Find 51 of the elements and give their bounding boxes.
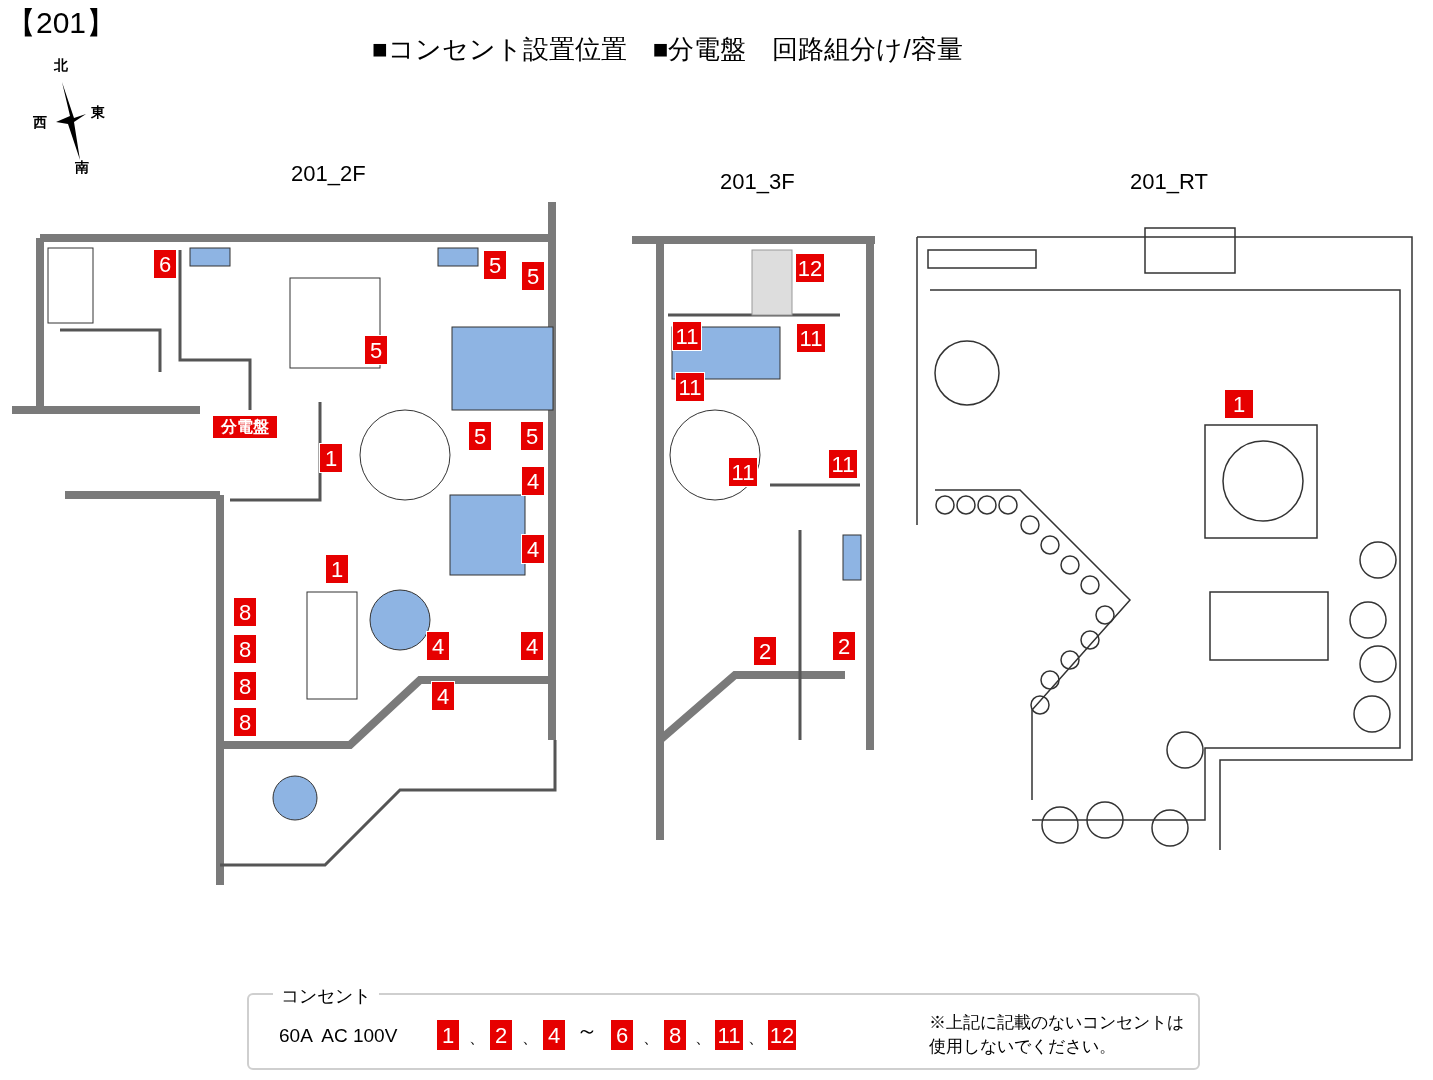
outlet-marker: 12 [795, 253, 825, 283]
outlet-marker: 4 [426, 631, 450, 661]
plan-label: 、 [695, 1030, 711, 1046]
outlet-marker: 5 [520, 421, 544, 451]
outlet-marker: 2 [832, 631, 856, 661]
plan-label: 、 [469, 1030, 485, 1046]
outlet-marker: 4 [521, 466, 545, 496]
outlet-marker: 8 [233, 671, 257, 701]
plan-label: 201_2F [291, 163, 366, 185]
outlet-marker: 11 [796, 323, 826, 353]
outlet-marker: 8 [233, 597, 257, 627]
plan-label: 201_3F [720, 171, 795, 193]
outlet-marker: 4 [520, 631, 544, 661]
outlet-marker: 11 [728, 457, 758, 487]
outlet-marker: 6 [153, 249, 177, 279]
plan-label: 東 [91, 105, 105, 119]
title: ■コンセント設置位置 ■分電盤 回路組分け/容量 [372, 33, 963, 66]
panel-board-marker: 分電盤 [212, 415, 278, 439]
outlet-marker: 11 [672, 321, 702, 351]
plan-label: 南 [75, 160, 89, 174]
outlet-marker: 1 [325, 554, 349, 584]
outlet-marker: 6 [610, 1019, 634, 1051]
plan-label: 北 [54, 58, 68, 72]
outlet-marker: 5 [483, 250, 507, 280]
plan-label: 西 [33, 115, 47, 129]
plan-label: 、 [748, 1030, 764, 1046]
outlet-marker: 2 [753, 636, 777, 666]
outlet-marker: 8 [233, 707, 257, 737]
plan-label: ～ [576, 1020, 598, 1042]
outlet-marker: 4 [431, 681, 455, 711]
outlet-marker: 12 [767, 1019, 797, 1051]
outlet-marker: 1 [319, 443, 343, 473]
outlet-marker: 11 [828, 449, 858, 479]
rating-text: 60A AC 100V [279, 1024, 398, 1048]
outlet-marker: 8 [233, 634, 257, 664]
plan-label: 【201】 [6, 8, 117, 38]
outlet-marker: 5 [364, 335, 388, 365]
outlet-marker: 2 [489, 1019, 513, 1051]
plan-label: 201_RT [1130, 171, 1208, 193]
plan-label: 、 [643, 1030, 659, 1046]
outlet-marker: 5 [521, 261, 545, 291]
note-text: ※上記に記載のないコンセントは使用しないでください。 [929, 1012, 1185, 1058]
outlet-marker: 1 [436, 1019, 460, 1051]
outlet-marker: 8 [663, 1019, 687, 1051]
outlet-marker: 1 [1224, 389, 1254, 419]
outlet-marker: 11 [675, 372, 705, 402]
outlet-marker: 4 [521, 534, 545, 564]
outlet-marker: 4 [542, 1019, 566, 1051]
plan-label: 、 [522, 1030, 538, 1046]
outlet-marker: 5 [468, 421, 492, 451]
outlet-marker: 11 [714, 1019, 744, 1051]
